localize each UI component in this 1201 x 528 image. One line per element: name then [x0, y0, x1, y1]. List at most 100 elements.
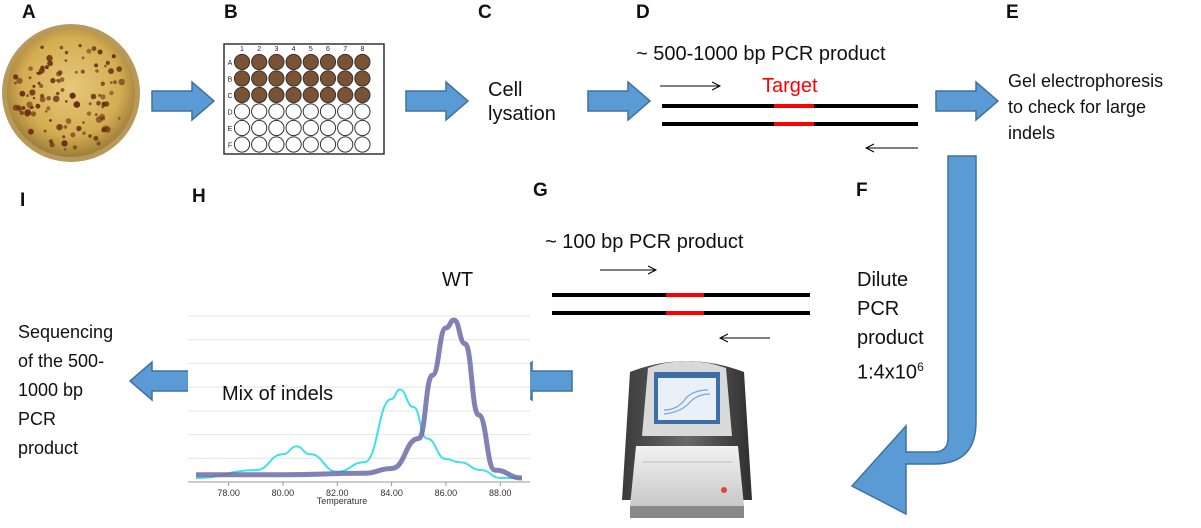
- plate-well: [337, 103, 354, 120]
- colony: [56, 124, 63, 131]
- indel-melt-curve: [195, 388, 522, 479]
- chart-tick-label: 84.00: [380, 488, 403, 498]
- chart-tick-label: 80.00: [272, 488, 295, 498]
- plate-well: [302, 70, 319, 87]
- colony: [98, 93, 102, 97]
- sequencing-text: Sequencing of the 500- 1000 bp PCR produ…: [18, 318, 113, 463]
- plate-well: [354, 119, 371, 137]
- plate-column-label: 3: [274, 46, 278, 53]
- gel-line1: Gel electrophoresis: [1008, 71, 1164, 91]
- colony: [39, 96, 46, 103]
- colony: [26, 101, 33, 108]
- step-letter-i: I: [20, 190, 26, 211]
- colony: [45, 65, 49, 70]
- colony: [110, 81, 113, 84]
- target-label: Target: [762, 75, 818, 97]
- step-letter-e: E: [1006, 2, 1019, 23]
- colony: [16, 77, 23, 84]
- gel-electrophoresis-text: Gel electrophoresis to check for large i…: [1008, 68, 1163, 146]
- dilute-exponent: 6: [917, 360, 924, 374]
- arrow-d-to-e: [935, 80, 1000, 122]
- plate-well: [268, 119, 285, 137]
- plate-column-label: 1: [240, 46, 244, 53]
- colony: [29, 106, 32, 110]
- colony: [30, 111, 37, 117]
- colony: [113, 80, 117, 85]
- colony: [26, 94, 30, 98]
- colony: [50, 77, 56, 84]
- colony: [36, 71, 40, 75]
- colony: [88, 102, 92, 106]
- colony: [46, 106, 51, 111]
- arrow-a-to-b: [151, 80, 216, 122]
- plate-row-label: F: [228, 143, 232, 150]
- colony: [39, 84, 44, 88]
- colony: [90, 93, 97, 100]
- plate-well: [302, 119, 319, 137]
- plate-well: [302, 86, 319, 104]
- plate-column-label: 7: [343, 46, 347, 53]
- colony: [88, 134, 92, 138]
- colony: [100, 94, 106, 100]
- plate-well: [319, 86, 337, 104]
- plate-well: [251, 103, 268, 120]
- wt-label: WT: [442, 269, 474, 291]
- colony: [82, 121, 85, 124]
- colony: [13, 74, 19, 80]
- colony: [49, 142, 55, 148]
- colony: [32, 84, 36, 88]
- step-letter-h: H: [192, 186, 206, 207]
- colony: [91, 46, 97, 51]
- plate-well: [268, 103, 285, 120]
- sequencing-line2: of the 500-: [18, 351, 105, 371]
- colony: [69, 92, 76, 99]
- colony: [95, 69, 99, 73]
- plate-well: [319, 70, 337, 87]
- arrow-h-to-i: [128, 360, 193, 402]
- colony: [28, 76, 32, 80]
- colony: [64, 50, 69, 55]
- plate-well: [319, 103, 337, 120]
- arrow-b-to-c: [405, 80, 470, 122]
- colony: [46, 96, 51, 101]
- plate-well: [337, 86, 354, 104]
- step-letter-f: F: [856, 180, 868, 201]
- plate-well: [251, 119, 268, 137]
- chart-tick-label: 78.00: [217, 488, 240, 498]
- colony: [63, 148, 67, 151]
- plate-well: [354, 70, 371, 87]
- plate-row-label: A: [228, 60, 233, 67]
- plate-well: [268, 70, 285, 87]
- plate-well: [302, 53, 319, 71]
- wt-melt-curve: [195, 317, 523, 481]
- colony: [108, 68, 114, 74]
- plate-well: [268, 86, 285, 104]
- colony: [86, 111, 92, 116]
- colony: [46, 54, 53, 62]
- sequencing-line1: Sequencing: [18, 322, 114, 342]
- colony: [104, 64, 107, 68]
- colony: [76, 125, 82, 132]
- plate-well: [302, 103, 319, 120]
- qpcr-instrument-image: [622, 361, 752, 518]
- colony: [56, 91, 60, 96]
- colony: [109, 90, 114, 96]
- colony: [101, 127, 107, 133]
- colony: [48, 139, 54, 144]
- plate-well: [268, 53, 285, 71]
- colony: [37, 81, 41, 85]
- colony: [14, 81, 17, 85]
- plate-well: [319, 119, 337, 137]
- colony: [59, 45, 64, 50]
- plate-column-label: 8: [360, 46, 364, 53]
- colony: [43, 129, 47, 133]
- sequencing-line3: 1000 bp: [18, 380, 84, 400]
- step-letter-g: G: [533, 180, 548, 201]
- plate-well: [354, 53, 371, 71]
- colony: [97, 49, 103, 55]
- colony: [60, 88, 65, 92]
- plate-well: [233, 86, 251, 104]
- cell-lysation-line1: Cell: [488, 79, 523, 101]
- plate-well: [285, 86, 302, 104]
